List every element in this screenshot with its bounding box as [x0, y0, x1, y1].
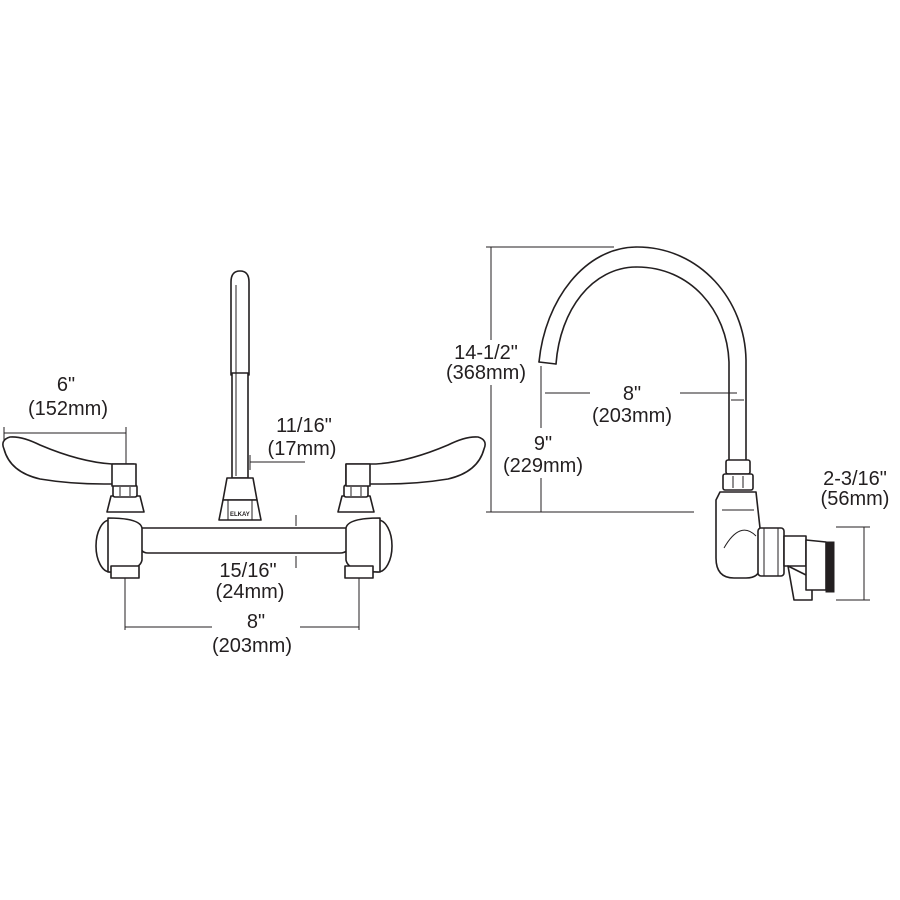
handle-reach-inches: 6" — [57, 374, 75, 396]
side-valve-elbow — [715, 491, 761, 579]
body-height-mm: (24mm) — [216, 581, 285, 603]
front-dimension-labels: 6" (152mm) 11/16" (17mm) 15/16" (24mm) 8… — [28, 374, 336, 657]
handle-reach-mm: (152mm) — [28, 398, 108, 420]
spout-diameter-inches: 11/16" — [276, 415, 332, 437]
spout-clearance-mm: (229mm) — [503, 455, 583, 477]
center-spacing-mm: (203mm) — [212, 635, 292, 657]
right-handle — [337, 436, 486, 513]
left-handle — [2, 436, 145, 513]
wall-depth-mm: (56mm) — [821, 488, 890, 510]
spout-reach-inches: 8" — [623, 383, 641, 405]
wall-connection — [757, 527, 835, 601]
overall-height-inches: 14-1/2" — [454, 342, 518, 364]
side-dimension-lines — [486, 246, 870, 601]
wall-depth-inches: 2-3/16" — [823, 468, 887, 490]
spout-clearance-inches: 9" — [534, 433, 552, 455]
overall-height-mm: (368mm) — [446, 362, 526, 384]
front-view-faucet: ELKAY — [2, 270, 486, 579]
side-view-faucet — [538, 246, 835, 601]
spout-reach-mm: (203mm) — [592, 405, 672, 427]
right-flange — [344, 517, 393, 579]
front-valve-body — [139, 527, 350, 554]
front-dimension-lines — [3, 427, 360, 630]
spout-swivel-nut — [722, 459, 754, 491]
spout-diameter-mm: (17mm) — [268, 438, 337, 460]
left-flange — [95, 517, 143, 579]
gooseneck-spout — [538, 246, 747, 461]
body-height-inches: 15/16" — [219, 560, 276, 582]
front-spout: ELKAY — [218, 270, 262, 521]
brand-mark: ELKAY — [230, 512, 250, 518]
side-dimension-labels: 14-1/2" (368mm) 8" (203mm) 9" (229mm) 2-… — [446, 342, 889, 510]
center-spacing-inches: 8" — [247, 611, 265, 633]
